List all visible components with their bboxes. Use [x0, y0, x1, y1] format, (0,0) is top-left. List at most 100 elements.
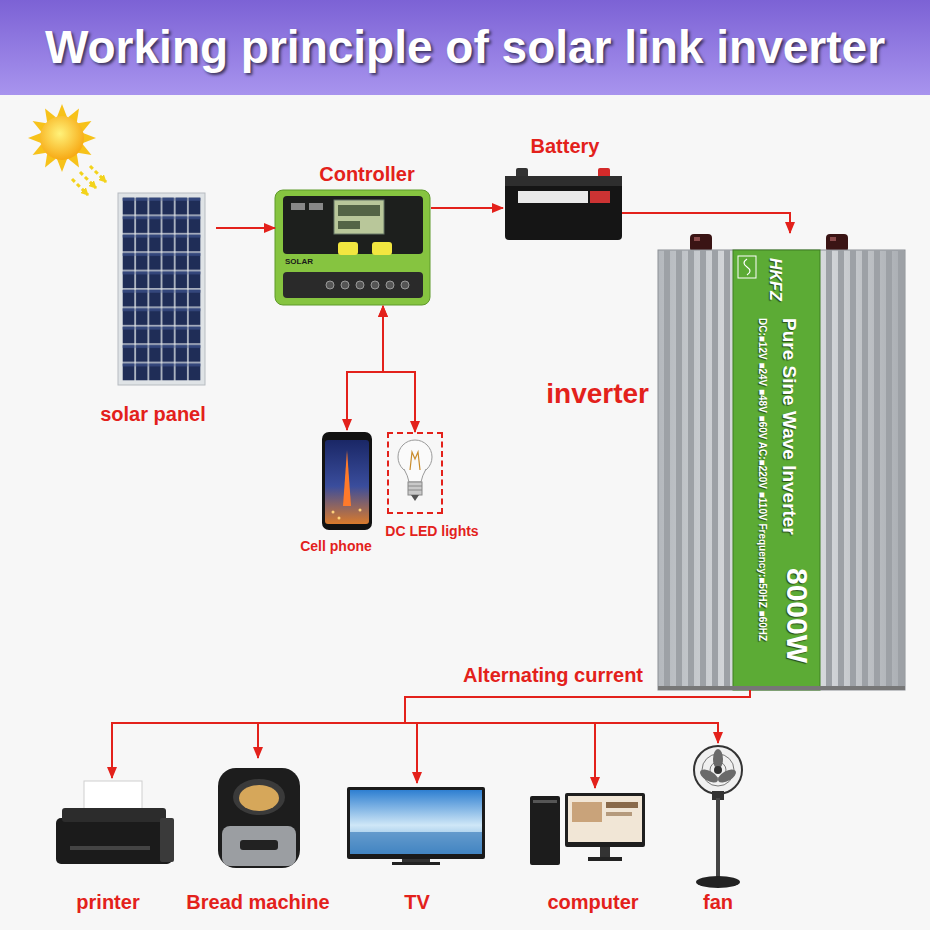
illustration-part — [233, 779, 285, 815]
illustration-part — [386, 281, 394, 289]
printer-art — [56, 781, 174, 864]
illustration-part — [590, 191, 610, 203]
illustration-part — [408, 482, 422, 495]
brand-name: HKFZ — [766, 258, 784, 301]
power-rating: 8000W — [780, 568, 815, 663]
illustration-part — [401, 281, 409, 289]
node-label: fan — [703, 891, 733, 914]
illustration-part — [690, 234, 712, 252]
illustration-part — [404, 469, 426, 482]
flow-arrow — [383, 306, 415, 432]
title-banner: Working principle of solar link inverter — [0, 0, 930, 95]
illustration-part — [72, 179, 88, 195]
illustration-part — [332, 511, 335, 514]
illustration-part — [392, 862, 440, 865]
computer: computer — [526, 788, 648, 916]
sun-rays — [72, 166, 106, 195]
illustration-part — [886, 250, 892, 690]
illustration-part — [40, 116, 84, 160]
illustration-part — [56, 818, 172, 864]
inverter-art — [658, 234, 905, 690]
illustration-part — [518, 191, 588, 203]
illustration-part — [658, 686, 905, 690]
flow-arrow — [216, 227, 275, 229]
cell-phone-art — [322, 432, 372, 530]
illustration-part — [122, 197, 201, 381]
illustration-part — [239, 785, 279, 811]
illustration-part — [694, 746, 742, 794]
node-label: DC LED lights — [385, 523, 478, 539]
computer-art — [530, 793, 645, 865]
illustration-part — [70, 846, 150, 850]
led-bulb-art — [398, 440, 432, 501]
battery-art — [505, 168, 622, 240]
illustration-part — [372, 242, 392, 255]
illustration-part — [334, 200, 384, 234]
flow-arrow — [622, 213, 790, 233]
illustration-part — [411, 495, 419, 501]
illustration-part — [283, 196, 423, 254]
inverter: inverterHKFZPure Sine Wave InverterDC:■1… — [655, 233, 905, 690]
illustration-part — [600, 847, 610, 857]
illustration-part — [533, 800, 557, 803]
illustration-part — [830, 237, 836, 241]
illustration-part — [80, 172, 96, 188]
illustration-part — [606, 812, 632, 816]
tv: TV — [345, 783, 487, 916]
flow-arrow — [405, 690, 750, 783]
illustration-part — [118, 193, 205, 385]
illustration-part — [57, 104, 67, 117]
spec-line: DC:■12V ■24V ■48V ■60V AC:■220V ■110V Fr… — [757, 318, 769, 641]
tv-art — [347, 787, 485, 865]
flow-arrow — [347, 306, 383, 430]
illustration-part — [850, 250, 856, 690]
illustration-part — [688, 250, 694, 690]
product-name: Pure Sine Wave Inverter — [778, 318, 800, 535]
controller-art — [275, 190, 430, 305]
illustration-part — [218, 768, 300, 868]
illustration-part — [733, 250, 820, 690]
illustration-part — [275, 190, 430, 305]
illustration-part — [343, 450, 351, 506]
battery: Battery — [503, 135, 622, 242]
illustration-part — [90, 166, 106, 182]
illustration-part — [338, 205, 380, 216]
illustration-part — [862, 250, 868, 690]
illustration-part — [874, 250, 880, 690]
node-label: Battery — [531, 135, 600, 158]
illustration-part — [240, 840, 278, 850]
node-label: inverter — [546, 378, 649, 410]
illustration-part — [716, 798, 720, 878]
illustration-part — [398, 440, 432, 474]
illustration-part — [322, 432, 372, 530]
illustration-part — [712, 250, 718, 690]
illustration-part — [83, 133, 96, 143]
illustration-part — [724, 250, 730, 690]
illustration-part — [565, 793, 645, 847]
printer: printer — [48, 778, 178, 916]
illustration-part — [676, 250, 682, 690]
illustration-part — [568, 796, 642, 842]
dc-led-light: DC LED lights — [387, 432, 443, 514]
bread-machine: Bread machine — [179, 758, 339, 916]
illustration-part — [694, 237, 700, 241]
illustration-part — [572, 802, 602, 822]
illustration-part — [588, 857, 622, 861]
illustration-part — [700, 250, 706, 690]
node-label: printer — [76, 891, 139, 914]
illustration-part — [326, 281, 334, 289]
illustration-part — [222, 826, 296, 866]
sun — [28, 104, 96, 172]
node-label: TV — [404, 891, 430, 914]
illustration-part — [371, 281, 379, 289]
node-label: computer — [547, 891, 638, 914]
solar-panel-art — [118, 193, 205, 385]
illustration-part — [57, 159, 67, 172]
node-label: Bread machine — [186, 891, 329, 914]
illustration-part — [696, 876, 740, 888]
charge-controller: Controller — [275, 163, 431, 306]
illustration-part — [325, 440, 369, 524]
illustration-part — [291, 203, 305, 210]
illustration-part — [341, 281, 349, 289]
